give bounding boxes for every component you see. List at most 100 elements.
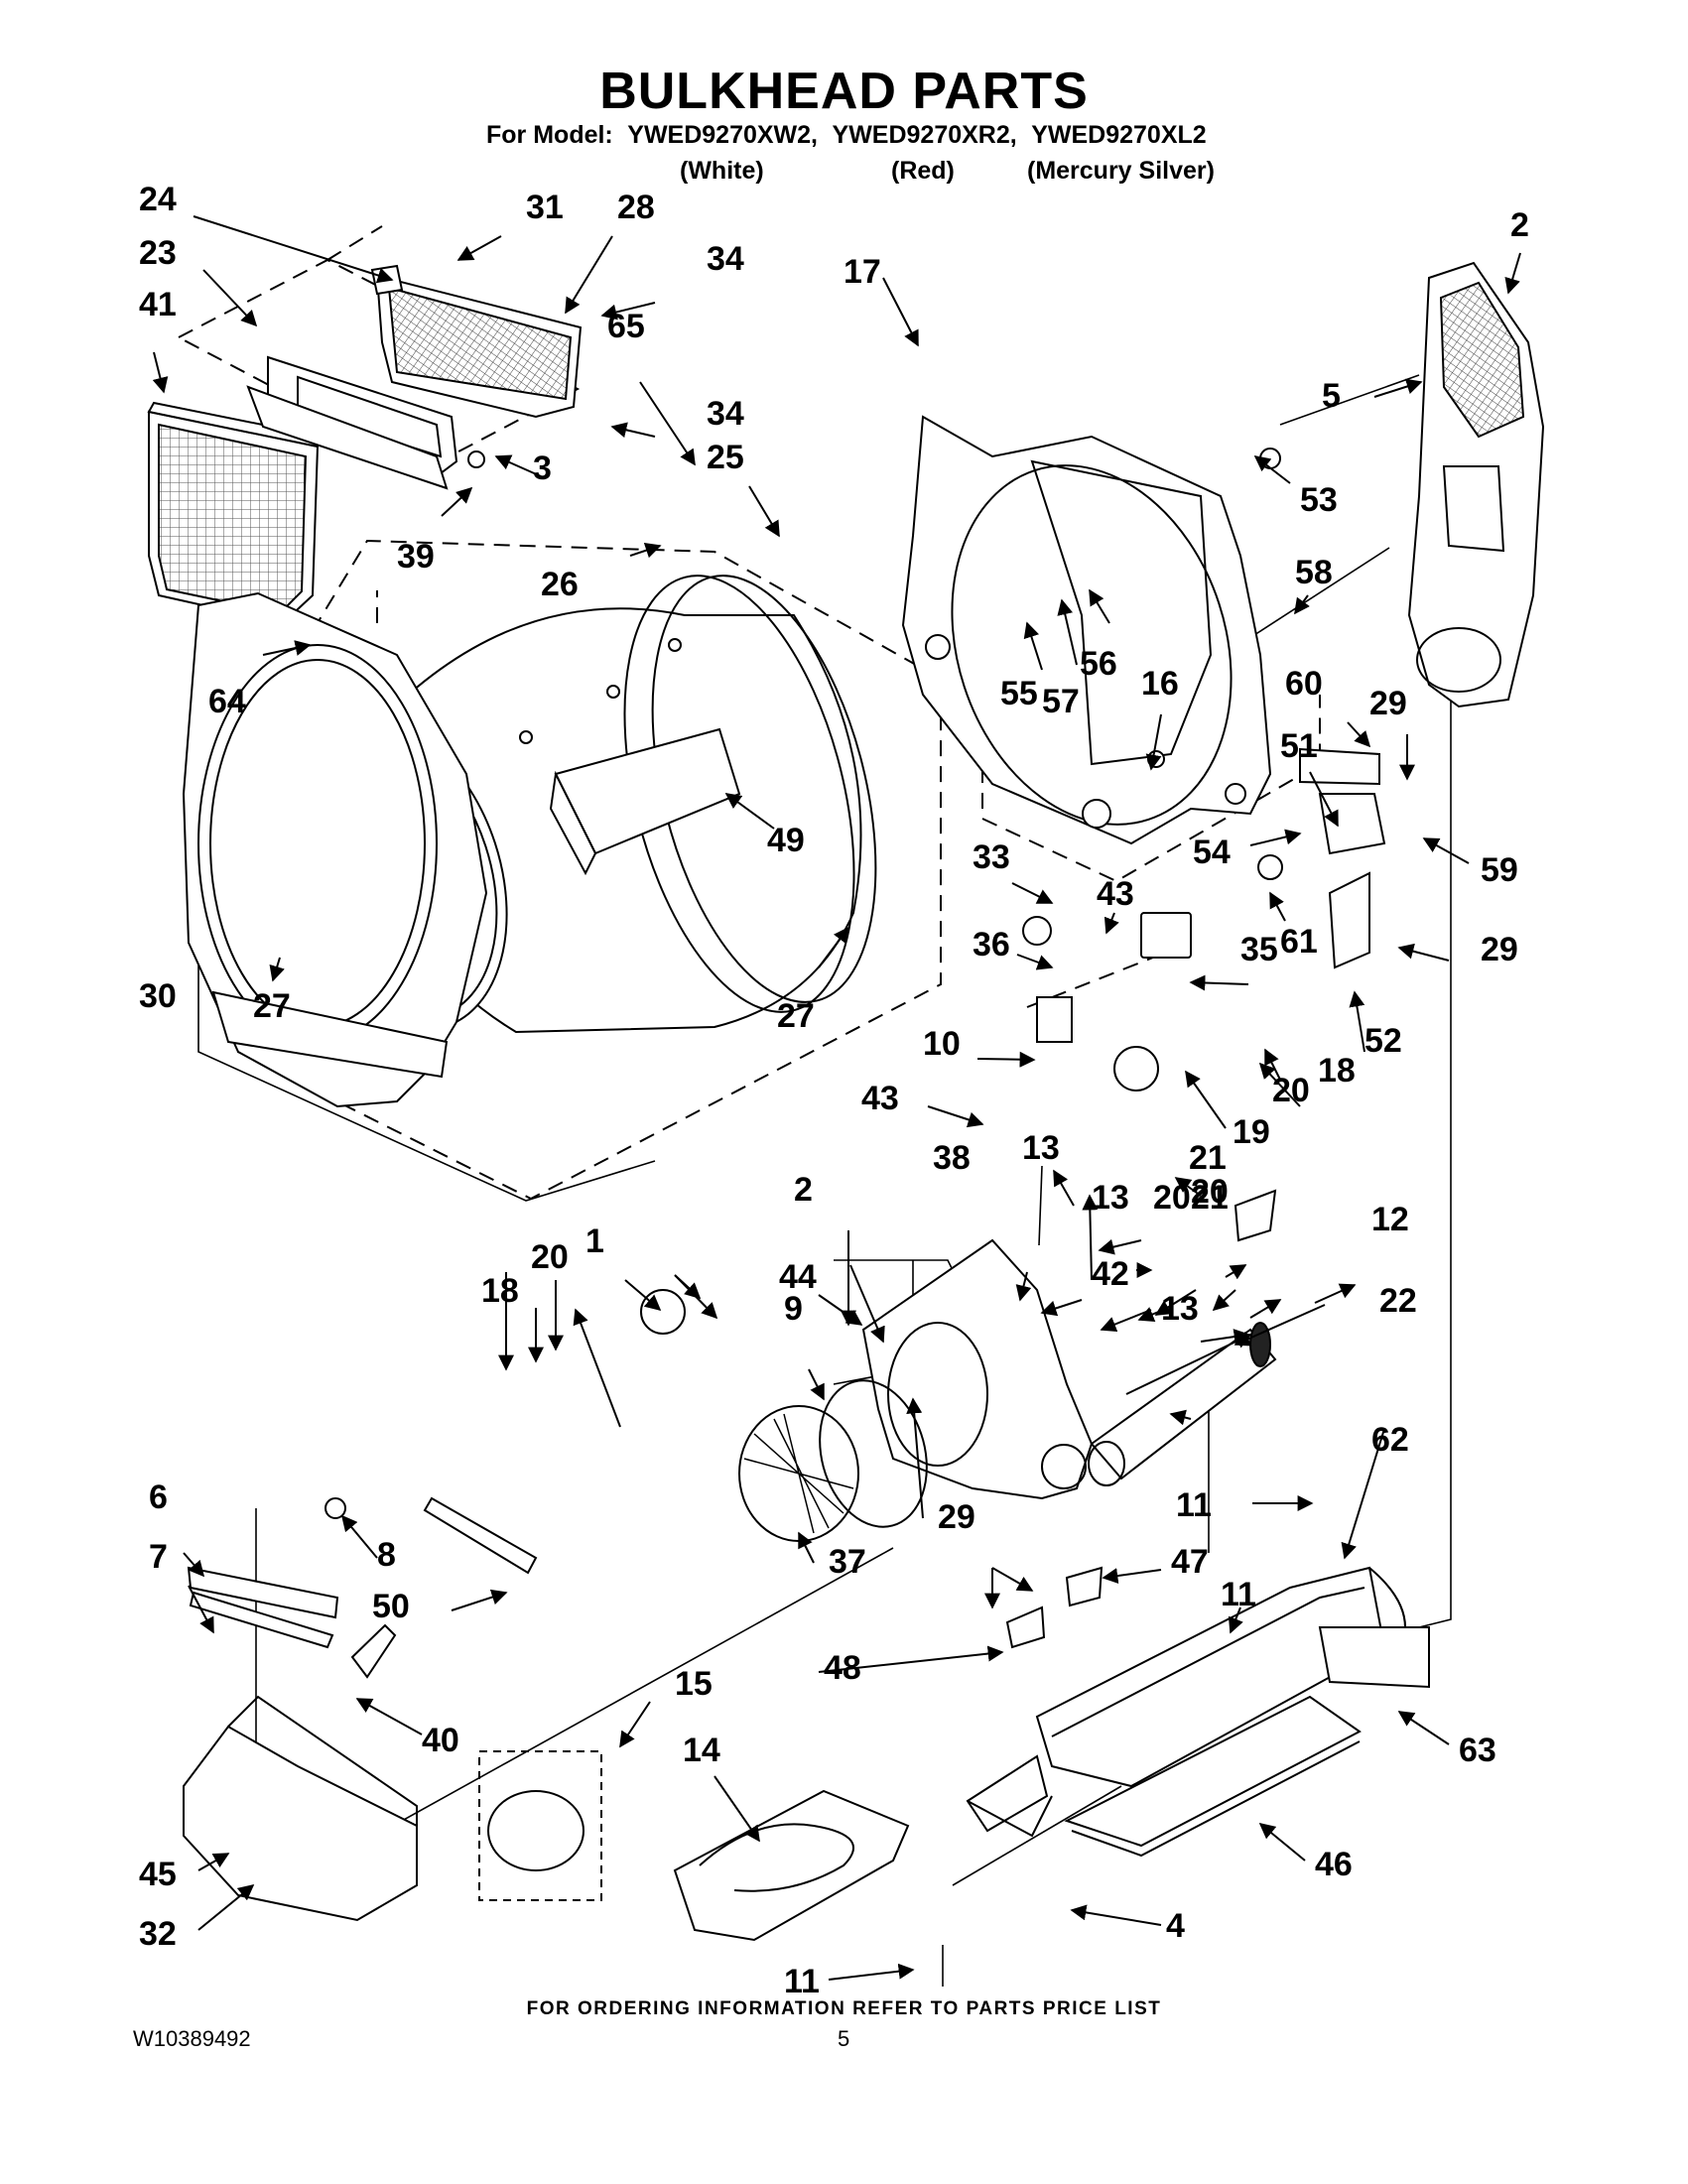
callout-label: 43 (1097, 875, 1134, 913)
front-bulkhead-30 (182, 591, 488, 1108)
ordering-note: FOR ORDERING INFORMATION REFER TO PARTS … (526, 1998, 1162, 2019)
callout-label: 48 (824, 1649, 861, 1687)
blower-seal-9 (819, 1379, 928, 1528)
nut-8 (325, 1497, 346, 1519)
callout-label: 21 (1191, 1179, 1229, 1217)
callout-labels: 24 31 28 34 17 2 23 41 65 34 5 3 25 53 3… (139, 181, 1529, 2000)
toe-panel-45 (183, 1695, 418, 1922)
callout-label: 16 (1141, 665, 1179, 703)
callout-label: 53 (1300, 481, 1338, 519)
callout-label: 20 (1272, 1072, 1310, 1109)
rear-duct-5 (1407, 261, 1545, 708)
callout-label: 6 (149, 1478, 168, 1516)
callout-label: 30 (139, 977, 177, 1015)
callout-label: 27 (777, 997, 815, 1035)
callout-label: 15 (675, 1665, 713, 1703)
roller-21 (1113, 1046, 1159, 1092)
heater-element-14 (673, 1789, 910, 1942)
part-shapes (147, 261, 1545, 1942)
callout-label: 37 (829, 1543, 866, 1581)
callout-label: 17 (844, 253, 881, 291)
callout-label: 14 (683, 1732, 720, 1769)
bracket-47 (1065, 1566, 1104, 1607)
callout-label: 51 (1280, 727, 1318, 765)
callout-label: 29 (1369, 685, 1407, 722)
seal-7 (189, 1591, 334, 1649)
callout-label: 23 (139, 234, 177, 272)
thermostat-10 (1036, 996, 1073, 1043)
callout-arrows (152, 215, 1521, 1981)
callout-label: 35 (1240, 931, 1278, 968)
callout-label: 5 (1322, 377, 1341, 415)
callout-label: 45 (139, 1856, 177, 1893)
thermostat-33 (1022, 916, 1052, 946)
callout-label: 7 (149, 1538, 168, 1576)
bracket-60 (1299, 747, 1380, 786)
wire-loop (487, 1790, 584, 1871)
wire-kit-box-15 (478, 1750, 602, 1901)
filter-housing-24 (370, 264, 583, 419)
callout-label: 33 (973, 838, 1010, 876)
bushing-53 (1259, 448, 1281, 469)
page-number: 5 (838, 2026, 850, 2051)
callout-label: 11 (784, 1963, 820, 2000)
callout-label: 32 (139, 1915, 177, 1953)
callout-label: 13 (1092, 1179, 1129, 1217)
callout-label: 42 (1092, 1255, 1129, 1293)
callout-label: 21 (1189, 1139, 1227, 1177)
roller-21b (640, 1289, 686, 1335)
callout-label: 43 (861, 1080, 899, 1117)
color-label-red: (Red) (891, 157, 955, 185)
cover-6 (187, 1566, 339, 1619)
callout-label: 13 (1161, 1290, 1199, 1328)
callout-label: 57 (1042, 683, 1080, 720)
callout-label: 28 (617, 189, 655, 226)
lint-screen-41 (147, 401, 324, 625)
callout-label: 29 (938, 1498, 975, 1536)
callout-label: 65 (607, 308, 645, 345)
callout-label: 47 (1171, 1543, 1209, 1581)
callout-label: 27 (253, 987, 291, 1025)
callout-label: 64 (208, 683, 246, 720)
callout-label: 31 (526, 189, 564, 226)
callout-label: 12 (1371, 1201, 1409, 1238)
callout-label: 2 (794, 1171, 813, 1209)
callout-label: 20 (1153, 1179, 1191, 1217)
callout-label: 2 (1510, 206, 1529, 244)
callout-label: 18 (1318, 1052, 1356, 1090)
callout-label: 22 (1379, 1282, 1417, 1320)
callout-label: 61 (1280, 923, 1318, 961)
callout-label: 40 (422, 1722, 459, 1759)
bracket-4 (966, 1754, 1049, 1833)
callout-label: 1 (585, 1222, 604, 1260)
callout-label: 39 (397, 538, 435, 576)
callout-label: 20 (531, 1238, 569, 1276)
callout-label: 62 (1371, 1421, 1409, 1459)
callout-label: 49 (767, 822, 805, 859)
callout-label: 4 (1166, 1907, 1185, 1945)
callout-label: 9 (784, 1290, 803, 1328)
callout-label: 50 (372, 1588, 410, 1625)
color-label-silver: (Mercury Silver) (1027, 157, 1215, 185)
callout-label: 26 (541, 566, 579, 603)
callout-label: 52 (1364, 1022, 1402, 1060)
callout-label: 10 (923, 1025, 961, 1063)
bracket-52 (1328, 871, 1370, 969)
callout-label: 34 (707, 240, 744, 278)
bushing-61 (1257, 854, 1283, 880)
callout-label: 38 (933, 1139, 971, 1177)
callout-label: 34 (707, 395, 744, 433)
callout-label: 13 (1022, 1129, 1060, 1167)
callout-label: 54 (1193, 834, 1231, 871)
callout-label: 60 (1285, 665, 1323, 703)
callout-label: 29 (1481, 931, 1518, 968)
rear-bulkhead-17 (901, 415, 1272, 845)
callout-label: 20 (1191, 1173, 1229, 1211)
model-number: YWED9270XR2, (832, 121, 1017, 149)
callout-label: 25 (707, 439, 744, 476)
callout-label: 59 (1481, 851, 1518, 889)
clip-12 (1234, 1189, 1277, 1242)
callout-label: 56 (1080, 645, 1117, 683)
document-number: W10389492 (133, 2026, 251, 2051)
